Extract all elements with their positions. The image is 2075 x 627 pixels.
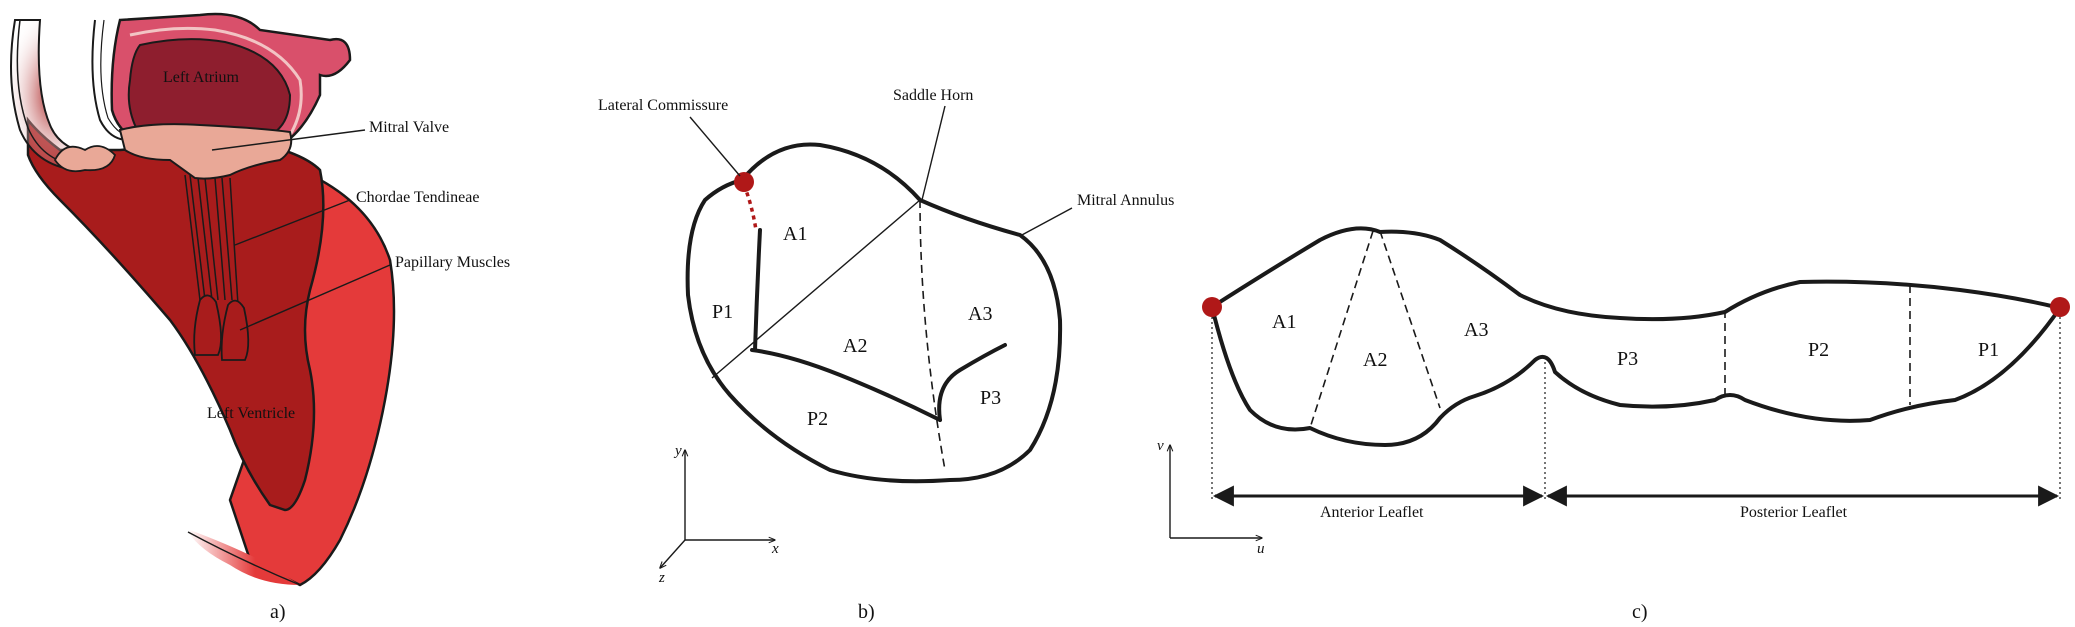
posterior-leaflet-label: Posterior Leaflet: [1740, 504, 1848, 521]
panel-a-heart: Left Atrium Mitral Valve Chordae Tendine…: [10, 12, 510, 623]
aorta-outer: [10, 19, 98, 172]
ventricle-tail: [188, 530, 300, 585]
annulus-outline: [685, 142, 1063, 484]
right-end-marker: [2050, 297, 2070, 317]
axis-z-label: z: [658, 570, 665, 586]
unrolled-bottom: [1210, 305, 2062, 447]
region-a2: A2: [843, 335, 867, 357]
panel-a-caption: a): [270, 601, 286, 623]
mitral-valve-label: Mitral Valve: [369, 119, 449, 136]
left-ventricle-body: [26, 116, 325, 512]
mitral-annulus-label: Mitral Annulus: [1077, 192, 1174, 209]
left-atrium-cavity: [127, 38, 292, 136]
region-p2: P2: [807, 408, 828, 430]
region-c-p1: P1: [1978, 339, 1999, 361]
saddle-horn-label: Saddle Horn: [893, 87, 973, 104]
chordae-lines: [184, 174, 239, 306]
panel-c-unrolled: A1 A2 A3 P3 P2 P1 Anterior Leaflet Poste…: [1157, 226, 2070, 623]
axis-x-label: x: [771, 541, 779, 557]
panel-b-annulus: A1 P1 A2 A3 P2 P3 Lateral Commissure Sad…: [598, 87, 1174, 623]
region-c-a2: A2: [1363, 349, 1387, 371]
papillary-muscle-2: [220, 299, 250, 361]
lateral-commissure-marker: [734, 172, 754, 192]
chordae-label: Chordae Tendineae: [356, 189, 479, 206]
region-c-a1: A1: [1272, 311, 1296, 333]
region-c-p3: P3: [1617, 348, 1638, 370]
left-atrium-label: Left Atrium: [163, 69, 240, 86]
axes-uv: v u: [1157, 438, 1265, 557]
region-p3: P3: [980, 387, 1001, 409]
region-a3: A3: [968, 303, 992, 325]
panel-b-caption: b): [858, 601, 875, 623]
lateral-commissure-label: Lateral Commissure: [598, 97, 728, 114]
mitral-valve-shape: [118, 123, 293, 180]
aortic-valve: [53, 145, 117, 173]
papillary-label: Papillary Muscles: [395, 254, 510, 271]
axis-y-label: y: [673, 443, 682, 459]
region-c-a3: A3: [1464, 319, 1488, 341]
region-a1: A1: [783, 223, 807, 245]
papillary-muscle-1: [193, 294, 222, 356]
unrolled-top: [1210, 226, 2062, 322]
left-end-marker: [1202, 297, 1222, 317]
left-ventricle-label: Left Ventricle: [207, 405, 295, 422]
anterior-leaflet-label: Anterior Leaflet: [1320, 504, 1424, 521]
region-p1: P1: [712, 301, 733, 323]
axis-u-label: u: [1257, 541, 1265, 557]
region-c-p2: P2: [1808, 339, 1829, 361]
axis-v-label: v: [1157, 438, 1164, 454]
panel-c-caption: c): [1632, 601, 1648, 623]
axes-xyz: y x z: [658, 443, 779, 586]
